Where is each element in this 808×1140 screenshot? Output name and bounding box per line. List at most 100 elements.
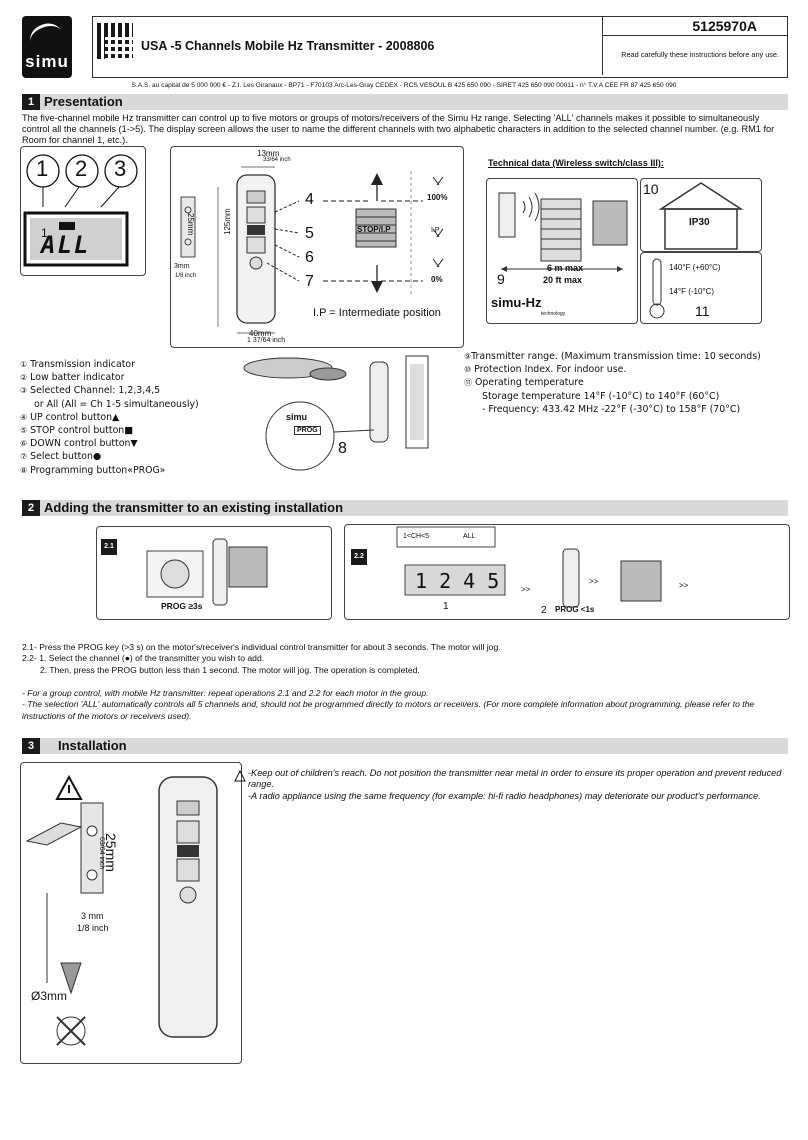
- callout-8: 8: [338, 440, 347, 457]
- step-2-2-tag: 2.2: [351, 549, 367, 565]
- callout-11: 11: [695, 303, 710, 319]
- legend-item-11: ⑪ Operating temperature: [464, 377, 584, 389]
- section-3-bar: 3 Installation: [22, 738, 788, 754]
- callout-3: 3: [114, 156, 127, 181]
- warning-icon: [234, 770, 246, 782]
- section-2-title: Adding the transmitter to an existing in…: [44, 500, 344, 515]
- legend-item-8: ⑧ Programming button«PROG»: [20, 464, 166, 476]
- section-2-notes: - For a group control, with mobile Hz tr…: [22, 688, 788, 722]
- step-2-2-svg: [396, 526, 662, 608]
- company-line: S.A.S. au capital de 5 000 000 € - Z.I. …: [131, 82, 677, 89]
- lcd-text: ALL: [41, 231, 91, 259]
- presentation-text: The five-channel mobile Hz transmitter c…: [22, 113, 775, 146]
- range-m: 6 m max: [547, 263, 584, 273]
- install-dim-25-in: 63/64 inch: [98, 837, 105, 870]
- pct-0: 0%: [431, 275, 443, 284]
- temperature-figure: 140°F (+60°C) 14°F (-10°C) 11: [640, 252, 762, 324]
- step-2-2-figure: 2.2 1<CH<5 ALL 1 2 4 5 1 2 PROG <1s >> >…: [344, 524, 790, 620]
- step-2-1-figure: 2.1 PROG ≥3s: [96, 526, 332, 620]
- legend-item-3b: or All (All = Ch 1-5 simultaneously): [34, 398, 199, 410]
- ip-label: I.P: [431, 227, 440, 234]
- ip-figure: 10 IP30: [640, 178, 762, 252]
- screw-size: Ø3mm: [31, 989, 67, 1003]
- channel-range: 1<CH<5: [403, 533, 430, 540]
- tech-brand: simu-Hz: [491, 295, 542, 310]
- note-group: - For a group control, with mobile Hz tr…: [22, 688, 429, 698]
- callout-6: 6: [305, 249, 314, 266]
- installation-warnings: -Keep out of children's reach. Do not po…: [248, 768, 788, 802]
- callout-1-digit: 1: [41, 226, 48, 240]
- document-header: USA -5 Channels Mobile Hz Transmitter - …: [92, 16, 788, 78]
- warning-1: -Keep out of children's reach. Do not po…: [248, 768, 782, 790]
- legend-right: ⑨Transmitter range. (Maximum transmissio…: [464, 350, 794, 416]
- instr-2-2-2: 2. Then, press the PROG button less than…: [40, 664, 420, 675]
- read-note: Read carefully these instructions before…: [621, 50, 779, 59]
- logo-brand: simu: [25, 52, 69, 71]
- callout-4: 4: [305, 191, 314, 208]
- device-brand: simu: [286, 412, 308, 422]
- simu-logo: simu: [22, 16, 72, 78]
- legend-item-1: ① Transmission indicator: [20, 359, 135, 370]
- warning-2: -A radio appliance using the same freque…: [248, 790, 761, 801]
- stop-label: STOP/I.P: [357, 225, 391, 234]
- arrows-1: >>: [521, 585, 531, 594]
- document-code: 5125970A: [603, 17, 787, 36]
- qr-code-icon: [97, 23, 133, 61]
- house-svg: [658, 182, 744, 250]
- install-dim-3-in: 1/8 inch: [77, 923, 109, 933]
- callout-9: 9: [497, 271, 505, 287]
- legend-item-6: ⑥ DOWN control button▼: [20, 438, 138, 450]
- range-ft: 20 ft max: [543, 275, 583, 285]
- install-dim-25: 25mm: [103, 833, 119, 872]
- step-two: 2: [541, 605, 547, 616]
- arrows-3: >>: [679, 581, 689, 590]
- dim-top: 13mm: [257, 149, 280, 158]
- arrows-2: >>: [589, 577, 599, 586]
- dim-side-in: 1/8 inch: [175, 273, 197, 279]
- tech-brand-sub: technology: [541, 311, 566, 317]
- callout-10: 10: [643, 181, 659, 197]
- legend-item-2: ② Low batter indicator: [20, 372, 125, 384]
- install-dim-3: 3 mm: [81, 911, 104, 921]
- callout-1: 1: [36, 156, 49, 181]
- legend-left: ① Transmission indicator ② Low batter in…: [20, 358, 260, 477]
- note-all: - The selection 'ALL' automatically cont…: [22, 699, 755, 721]
- header-right-block: 5125970A Read carefully these instructio…: [602, 17, 787, 75]
- legend-item-frequency: - Frequency: 433.42 MHz -22°F (-30°C) to…: [482, 403, 741, 415]
- step-one: 1: [443, 601, 449, 612]
- tech-title: Technical data (Wireless switch/class II…: [488, 158, 664, 168]
- ip-note: I.P = Intermediate position: [313, 307, 441, 319]
- dim-bottom: 40mm: [249, 329, 272, 338]
- installation-svg: [25, 774, 218, 1046]
- lcd-figure: 1 2 ALL: [20, 146, 146, 276]
- legend-item-7: ⑦ Select button●: [20, 451, 102, 463]
- legend-item-5: ⑤ STOP control button■: [20, 425, 134, 437]
- range-figure: 6 m max 20 ft max 9 simu-Hz technology: [486, 178, 638, 324]
- callout-5: 5: [305, 225, 314, 242]
- section-1-title: Presentation: [44, 94, 123, 109]
- section-2-number: 2: [22, 500, 40, 516]
- instr-2-2-1: 2.2- 1. Select the channel (●) of the tr…: [22, 653, 265, 664]
- prog-label: PROG: [294, 426, 321, 435]
- document-title: USA -5 Channels Mobile Hz Transmitter - …: [141, 39, 435, 53]
- lcd-digits: 1 2 4 5: [415, 569, 500, 593]
- device-exploded-svg: [243, 355, 429, 471]
- prog-1s: PROG <1s: [555, 605, 595, 614]
- prog-3s: PROG ≥3s: [161, 601, 203, 611]
- temp-lo: 14°F (-10°C): [669, 287, 715, 296]
- legend-item-3: ③ Selected Channel: 1,2,3,4,5: [20, 385, 161, 397]
- legend-item-4: ④ UP control button▲: [20, 411, 120, 423]
- legend-item-10: ⑩ Protection Index. For indoor use.: [464, 364, 627, 376]
- callout-7: 7: [305, 273, 314, 290]
- installation-figure: 25mm 63/64 inch 3 mm 1/8 inch Ø3mm: [20, 762, 242, 1064]
- step-2-1-svg: [146, 538, 268, 606]
- thermometer-svg: [649, 258, 665, 319]
- logo-swoosh-icon: [26, 19, 66, 54]
- dim-side: 3mm: [174, 263, 190, 270]
- device-figure-svg: [180, 166, 444, 334]
- dim-h2: 125mm: [223, 208, 232, 235]
- section-1-number: 1: [22, 94, 40, 110]
- legend-item-9: ⑨Transmitter range. (Maximum transmissio…: [464, 351, 761, 362]
- callout-2: 2: [75, 156, 88, 181]
- range-svg: [498, 192, 628, 272]
